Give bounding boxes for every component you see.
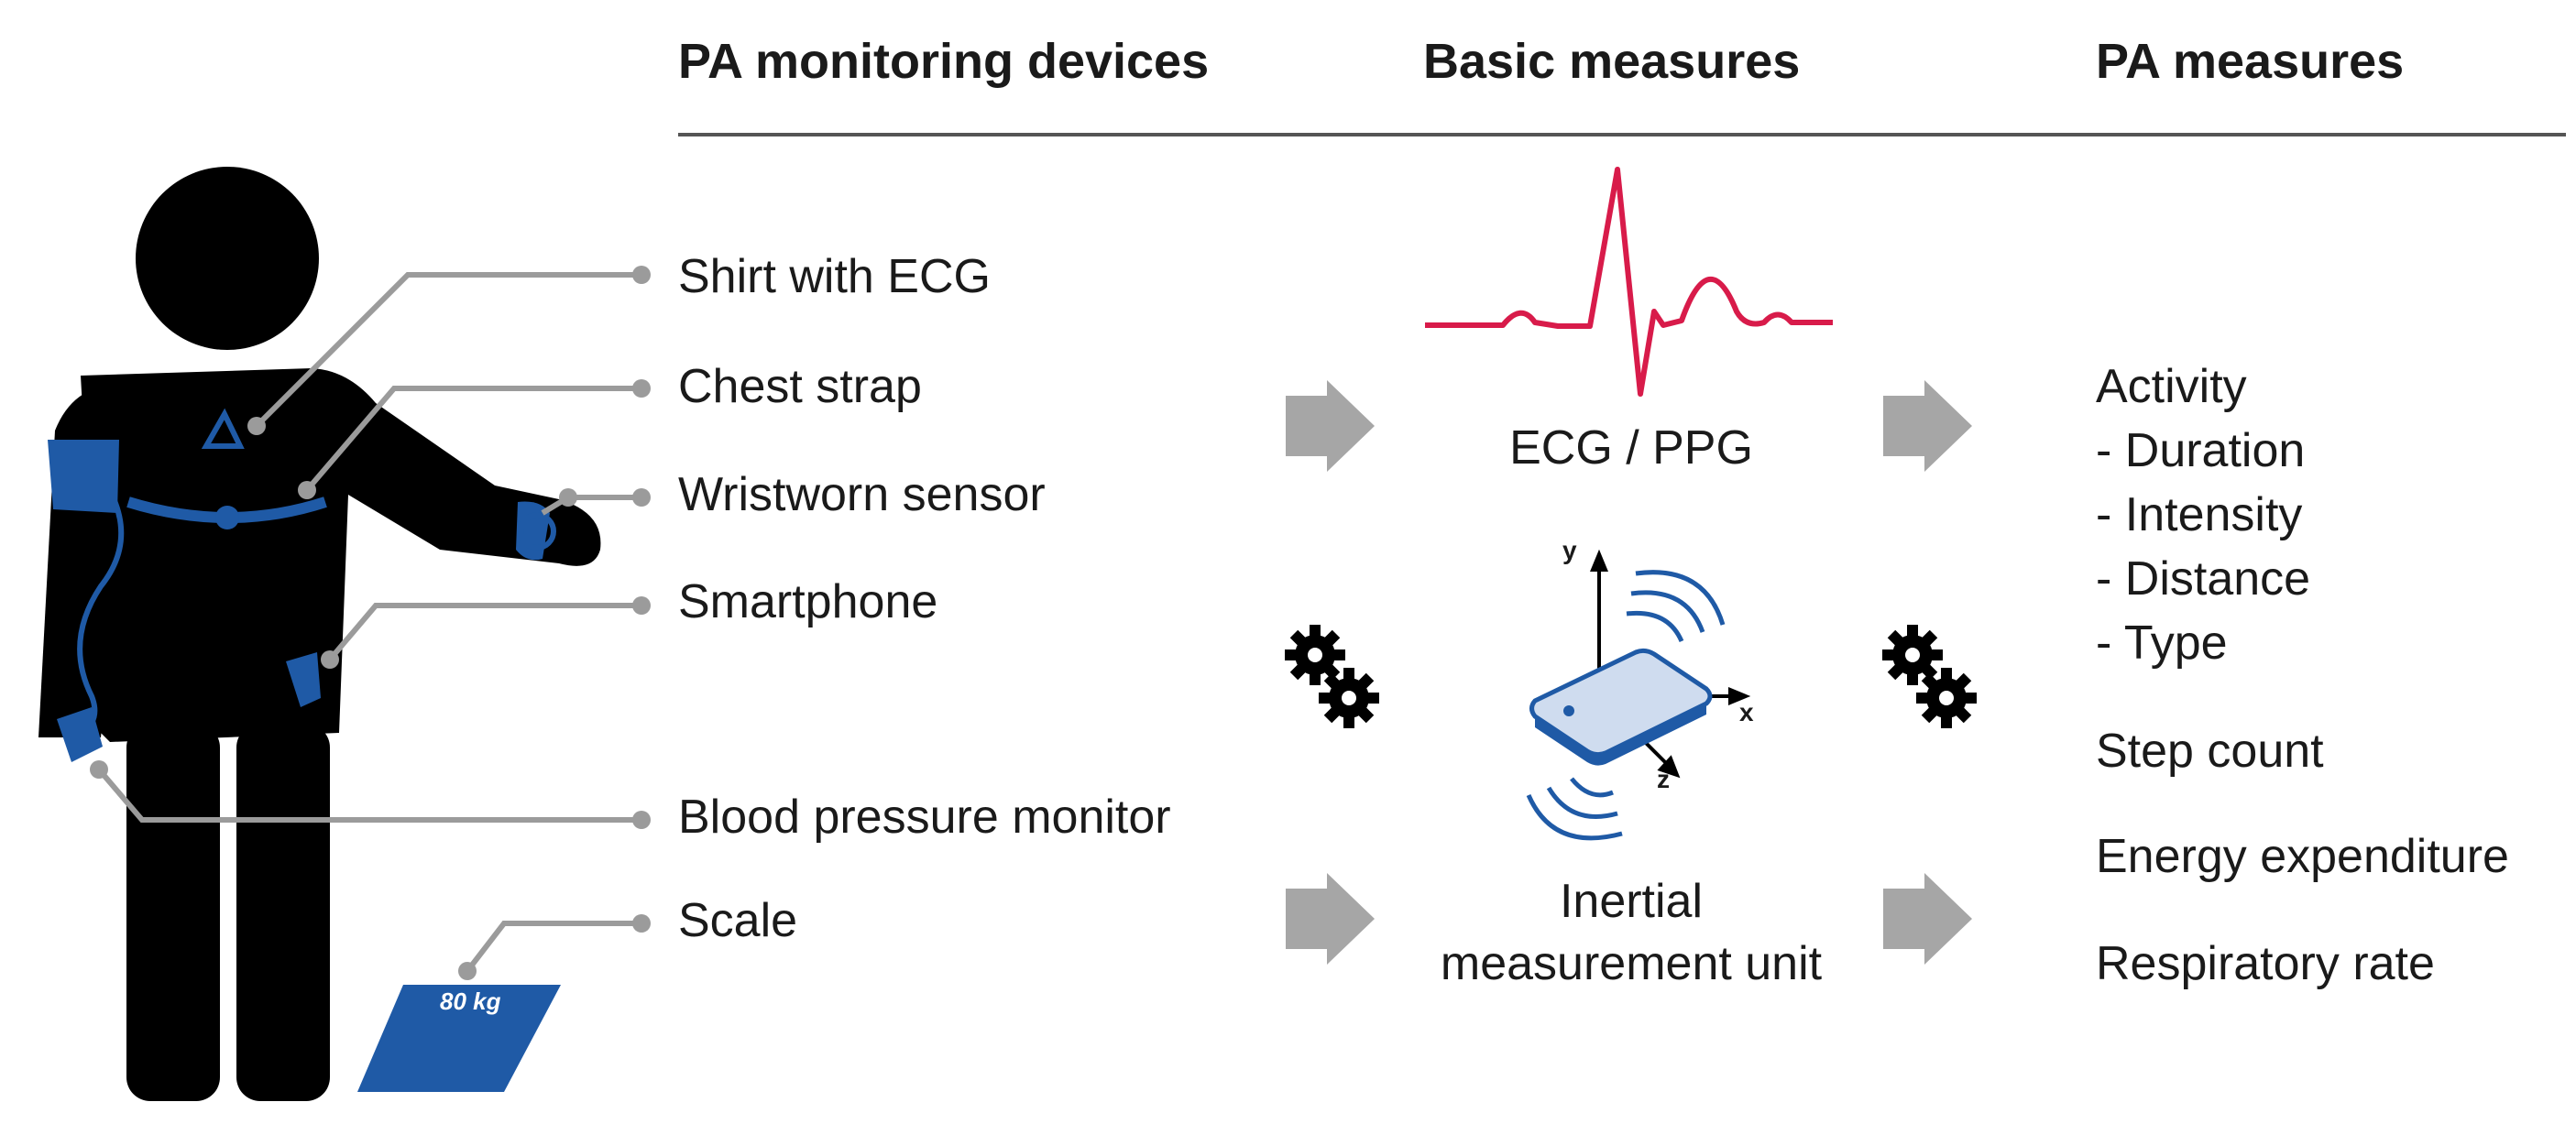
device-label-chest-strap: Chest strap bbox=[678, 360, 922, 413]
device-connectors bbox=[96, 272, 641, 973]
gears-icon bbox=[1285, 625, 1379, 728]
pa-measure-energy-expenditure: Energy expenditure bbox=[2096, 830, 2509, 883]
connector-scale bbox=[465, 921, 641, 973]
imu-axis-z-label: z bbox=[1657, 765, 1670, 793]
pa-measure-activity: Activity bbox=[2096, 360, 2247, 413]
basic-measure-ecg-ppg: ECG / PPG bbox=[1509, 421, 1753, 475]
bp-cable-icon bbox=[77, 486, 125, 736]
pa-measure-duration: - Duration bbox=[2096, 424, 2306, 477]
pa-measure-step-count: Step count bbox=[2096, 725, 2324, 778]
connector-smartphone bbox=[327, 603, 641, 661]
basic-measure-imu-line1: Inertial bbox=[1559, 875, 1704, 928]
connector-shirt bbox=[254, 272, 641, 429]
basic-measure-imu-line2: measurement unit bbox=[1440, 937, 1823, 990]
pa-measure-intensity: - Intensity bbox=[2096, 488, 2303, 541]
bp-monitor-icon bbox=[57, 707, 103, 762]
bp-cuff-icon bbox=[48, 440, 119, 513]
pa-measure-distance: - Distance bbox=[2096, 552, 2311, 606]
gears-icon bbox=[1882, 625, 1977, 728]
device-label-shirt: Shirt with ECG bbox=[678, 250, 991, 303]
device-label-scale: Scale bbox=[678, 894, 798, 947]
scale-reading: 80 kg bbox=[440, 988, 501, 1015]
scale-icon bbox=[357, 985, 561, 1092]
arrow-right-icon bbox=[1286, 380, 1375, 472]
header-pa-measures: PA measures bbox=[2096, 34, 2405, 89]
device-label-smartphone: Smartphone bbox=[678, 575, 938, 628]
person-figure-icon bbox=[38, 167, 601, 1101]
imu-axis-x-label: x bbox=[1739, 698, 1754, 726]
connector-bp-monitor bbox=[96, 768, 641, 823]
flow-arrows bbox=[1286, 380, 1972, 965]
imu-device-icon bbox=[1526, 549, 1751, 841]
arrow-right-icon bbox=[1883, 873, 1972, 965]
pa-measure-respiratory-rate: Respiratory rate bbox=[2096, 937, 2435, 990]
device-label-wristworn: Wristworn sensor bbox=[678, 468, 1046, 521]
arrow-right-icon bbox=[1883, 380, 1972, 472]
ecg-electrodes-icon bbox=[201, 408, 245, 449]
smartphone-icon bbox=[286, 652, 321, 707]
connector-chest-strap bbox=[304, 386, 641, 492]
device-label-bp-monitor: Blood pressure monitor bbox=[678, 791, 1171, 844]
imu-axis-y-label: y bbox=[1562, 536, 1577, 564]
pa-measure-type: - Type bbox=[2096, 617, 2228, 670]
ecg-waveform-icon bbox=[1425, 167, 1833, 397]
header-devices: PA monitoring devices bbox=[678, 34, 1210, 89]
arrow-right-icon bbox=[1286, 873, 1375, 965]
header-basic-measures: Basic measures bbox=[1423, 34, 1801, 89]
